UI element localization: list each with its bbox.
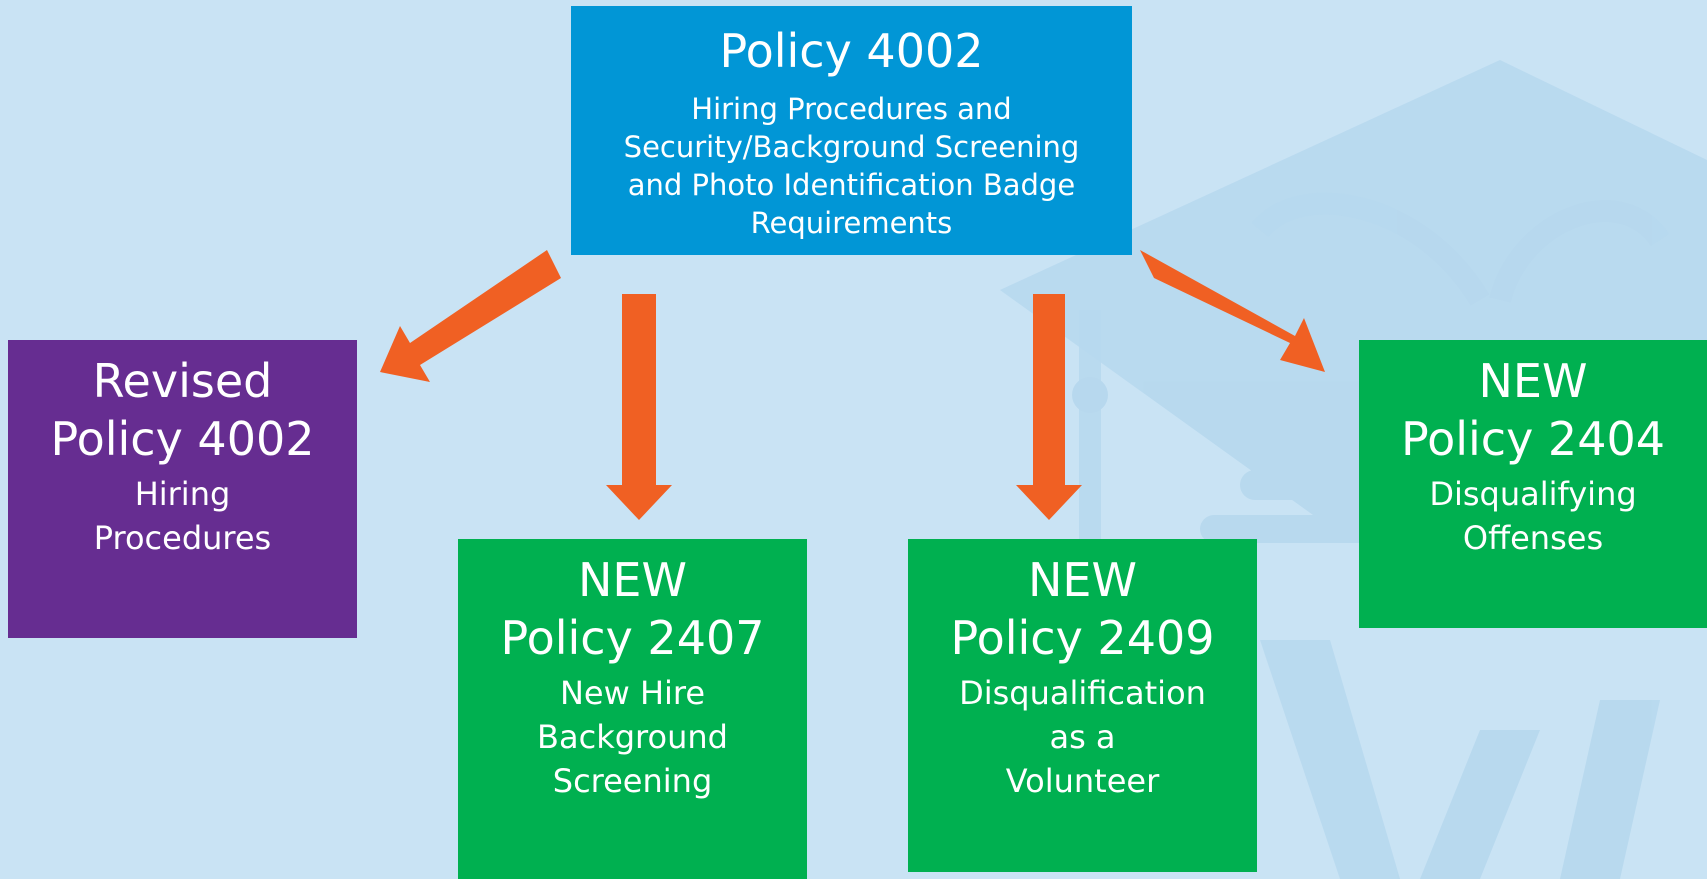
arrow-to-2407 (606, 294, 672, 520)
new-policy-2407-box: NEW Policy 2407 New Hire Background Scre… (458, 539, 807, 879)
policy-2409-new-label: NEW (1028, 553, 1137, 607)
revised-description: Hiring Procedures (93, 475, 272, 557)
arrow-to-revised (380, 250, 561, 382)
policy-2409-description: Disqualification as a Volunteer (959, 674, 1206, 800)
policy-2407-description: New Hire Background Screening (537, 674, 728, 800)
policy-2407-number: Policy 2407 (500, 611, 765, 665)
policy-4002-description: Hiring Procedures and Security/Backgroun… (623, 92, 1080, 240)
policy-2404-new-label: NEW (1478, 354, 1588, 408)
new-policy-2409-box: NEW Policy 2409 Disqualification as a Vo… (908, 539, 1257, 872)
revised-label: Revised (92, 354, 273, 408)
policy-4002-title: Policy 4002 (719, 24, 984, 78)
policy-4002-box: Policy 4002 Hiring Procedures and Securi… (571, 6, 1132, 255)
new-policy-2404-box: NEW Policy 2404 Disqualifying Offenses (1359, 340, 1707, 628)
revised-policy-number: Policy 4002 (50, 412, 315, 466)
policy-2407-new-label: NEW (578, 553, 687, 607)
revised-policy-4002-box: Revised Policy 4002 Hiring Procedures (8, 340, 357, 638)
arrow-to-2409 (1016, 294, 1082, 520)
policy-2404-number: Policy 2404 (1400, 412, 1665, 466)
policy-2409-number: Policy 2409 (950, 611, 1215, 665)
policy-2404-description: Disqualifying Offenses (1429, 475, 1637, 557)
arrow-to-2404 (1140, 250, 1325, 372)
